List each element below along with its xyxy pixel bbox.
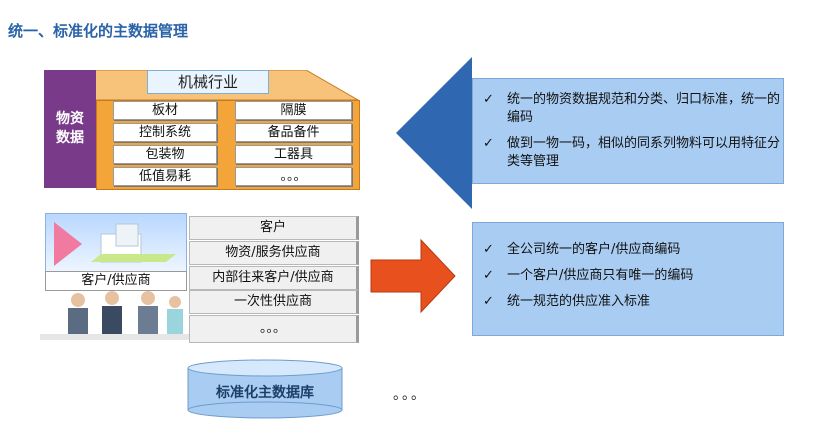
list-item: ✓统一规范的供应准入标准 [483,294,651,309]
list-item: ✓做到一物一码，相似的同系列物料可以用特征分类等管理 [483,136,781,169]
material-data-label: 物资 数据 [56,111,84,146]
material-cell: 低值易耗 [113,167,217,186]
check-icon: ✓ [483,242,494,257]
list-item: ✓全公司统一的客户/供应商编码 [483,242,681,257]
partner-row: 。。。 [189,315,359,343]
check-icon: ✓ [483,92,494,107]
material-block-side [44,70,96,188]
check-icon: ✓ [483,268,494,283]
partner-row: 一次性供应商 [189,290,359,314]
building-icon [54,222,176,266]
business-people-icon [40,291,190,340]
material-cell: 板材 [113,101,217,120]
material-cell: 控制系统 [113,123,217,142]
big-left-arrow [396,57,472,209]
supplier-standards-box: ✓全公司统一的客户/供应商编码 ✓一个客户/供应商只有唯一的编码 ✓统一规范的供… [472,222,784,336]
check-icon: ✓ [483,136,494,151]
material-cell: 隔膜 [235,101,352,120]
database-icon [187,359,343,419]
check-icon: ✓ [483,294,494,309]
list-item: ✓一个客户/供应商只有唯一的编码 [483,268,694,283]
trailing-ellipsis: 。。。 [393,387,427,403]
client-supplier-label: 客户/供应商 [45,271,187,291]
list-item: ✓统一的物资数据规范和分类、归口标准，统一的编码 [483,92,781,125]
database-label: 标准化主数据库 [216,385,314,401]
partner-row: 物资/服务供应商 [189,241,359,265]
industry-banner: 机械行业 [147,70,269,94]
material-cell: 备品备件 [235,123,352,142]
right-arrow [370,238,456,314]
material-cell: 包装物 [113,145,217,164]
partner-row: 内部往来客户/供应商 [189,266,359,290]
client-supplier-image [45,213,187,273]
material-cell: 工器具 [235,145,352,164]
material-cell: 。。。 [235,167,352,186]
page-title: 统一、标准化的主数据管理 [8,22,189,40]
material-standards-box: ✓统一的物资数据规范和分类、归口标准，统一的编码 ✓做到一物一码，相似的同系列物… [472,78,784,184]
partner-row: 客户 [189,216,359,240]
